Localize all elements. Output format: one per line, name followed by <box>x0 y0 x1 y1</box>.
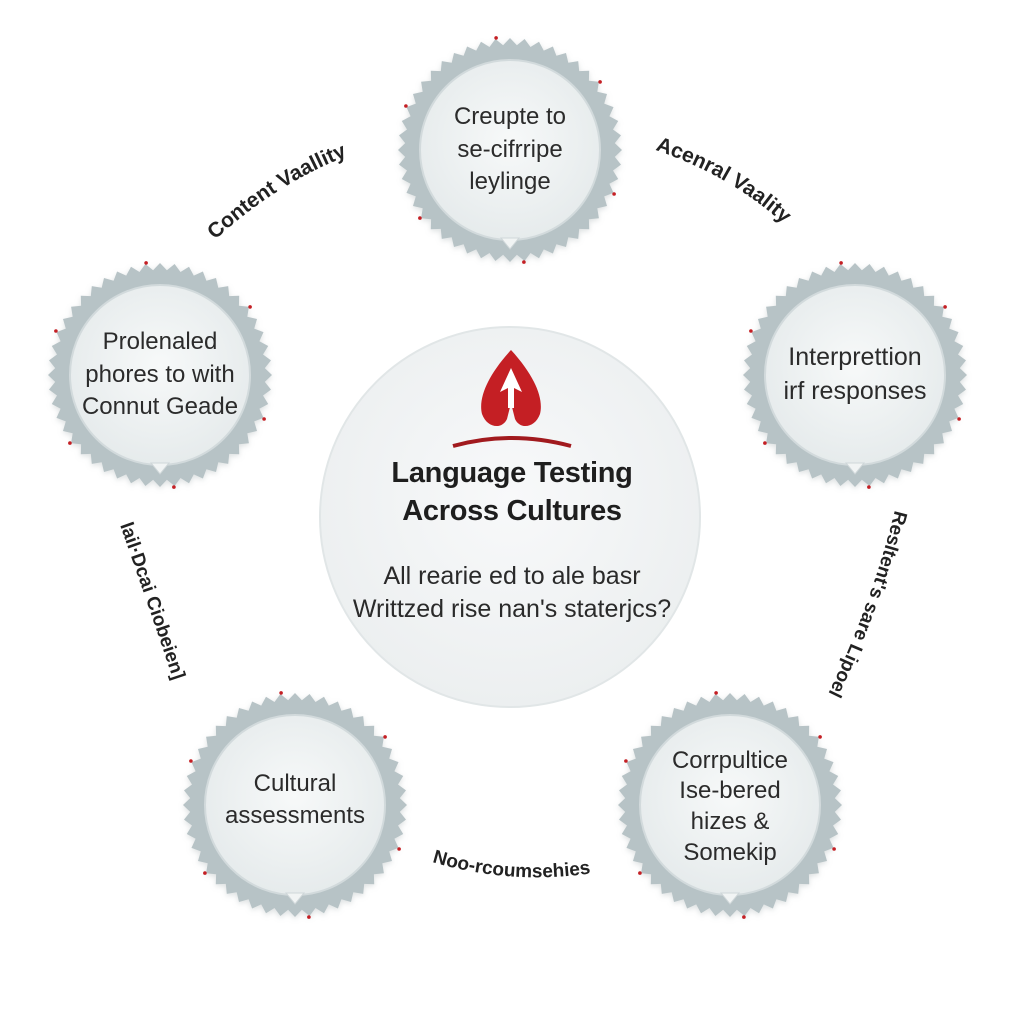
node-bottom-right-line-3: hizes & <box>690 808 770 835</box>
node-bottom-right-pointer <box>719 892 741 905</box>
center-text: Language Testing Across Cultures All rea… <box>312 455 712 626</box>
node-bottom-right-line-2: Ise-bered <box>679 777 781 805</box>
node-top-line-3: leylinge <box>469 168 551 196</box>
node-bottom-left-line-1: Cultural <box>253 769 337 797</box>
node-left-text: Prolenaled phores to with Connut Geade <box>75 315 245 435</box>
node-right <box>743 261 967 489</box>
node-left-pointer <box>149 462 171 475</box>
node-left-accent-dot <box>54 329 58 333</box>
arc-label-right: Resltent's sare Lipoel <box>824 509 911 701</box>
node-top-text: Creupte to se-cifrripe leylinge <box>430 90 590 210</box>
arc-label-bottom: Noo-rcoumsehies <box>431 847 592 883</box>
node-right-line-1: Interprettion <box>788 343 922 372</box>
node-right-text: Interprettion irf responses <box>770 330 940 420</box>
arc-label-left: lail·Dcai Ciobeien] <box>115 520 188 683</box>
node-bottom-left-pointer <box>284 892 306 905</box>
node-right-accent-dot <box>839 261 843 265</box>
node-bottom-left-accent-dot <box>397 847 401 851</box>
node-top-line-2: se-cifrripe <box>457 135 563 163</box>
center-question-line-2: Writtzed rise nan's staterjcs? <box>352 595 672 624</box>
node-right-pointer <box>844 462 866 475</box>
node-bottom-left-accent-dot <box>189 759 193 763</box>
node-bottom-right-text: Corrpultice Ise-bered hizes & Somekip <box>650 742 810 872</box>
node-bottom-right-accent-dot <box>832 847 836 851</box>
node-left-accent-dot <box>262 417 266 421</box>
node-bottom-right-line-4: Somekip <box>683 838 777 866</box>
node-left-accent-dot <box>68 441 72 445</box>
node-right-accent-dot <box>749 329 753 333</box>
node-bottom-right-accent-dot <box>818 735 822 739</box>
node-top <box>398 36 622 264</box>
node-right-accent-dot <box>867 485 871 489</box>
arc-label-acenral-validity: Acenral Vaality <box>653 133 795 228</box>
node-top-accent-dot <box>612 192 616 196</box>
node-bottom-left-accent-dot <box>203 871 207 875</box>
center-question: All rearie ed to ale basr Writtzed rise … <box>312 560 712 626</box>
node-left-line-1: Prolenaled <box>102 328 218 356</box>
node-bottom-right-accent-dot <box>624 759 628 763</box>
node-bottom-left-accent-dot <box>307 915 311 919</box>
node-top-accent-dot <box>494 36 498 40</box>
node-left-accent-dot <box>144 261 148 265</box>
node-bottom-left-text: Cultural assessments <box>205 755 385 845</box>
node-right-accent-dot <box>957 417 961 421</box>
node-top-accent-dot <box>404 104 408 108</box>
node-right-accent-dot <box>943 305 947 309</box>
node-bottom-right-accent-dot <box>714 691 718 695</box>
node-top-accent-dot <box>598 80 602 84</box>
node-top-accent-dot <box>418 216 422 220</box>
arc-label-content-validity: Content Vaallity <box>203 139 349 243</box>
node-left <box>48 261 272 489</box>
node-bottom-right-accent-dot <box>638 871 642 875</box>
node-bottom-left-accent-dot <box>279 691 283 695</box>
node-left-line-2: phores to with <box>85 360 235 388</box>
center-title: Language Testing Across Cultures <box>312 455 712 530</box>
center-title-line-2: Across Cultures <box>402 494 622 527</box>
node-bottom-left-line-2: assessments <box>224 802 366 829</box>
center-title-line-1: Language Testing <box>391 457 633 489</box>
node-left-accent-dot <box>172 485 176 489</box>
node-right-accent-dot <box>763 441 767 445</box>
red-flame-arrow-icon <box>452 350 572 448</box>
node-left-accent-dot <box>248 305 252 309</box>
node-left-line-3: Connut Geade <box>81 393 239 421</box>
node-bottom-right-line-1: Corrpultice <box>671 746 789 774</box>
node-bottom-left-accent-dot <box>383 735 387 739</box>
node-bottom-right <box>618 691 842 919</box>
node-right-line-2: irf responses <box>783 377 927 405</box>
center-circle <box>319 326 701 708</box>
node-top-accent-dot <box>522 260 526 264</box>
node-bottom-left <box>183 691 407 919</box>
node-top-line-1: Creupte to <box>453 103 567 131</box>
node-bottom-right-accent-dot <box>742 915 746 919</box>
center-question-line-1: All rearie ed to ale basr <box>383 562 641 591</box>
node-top-pointer <box>499 237 521 250</box>
